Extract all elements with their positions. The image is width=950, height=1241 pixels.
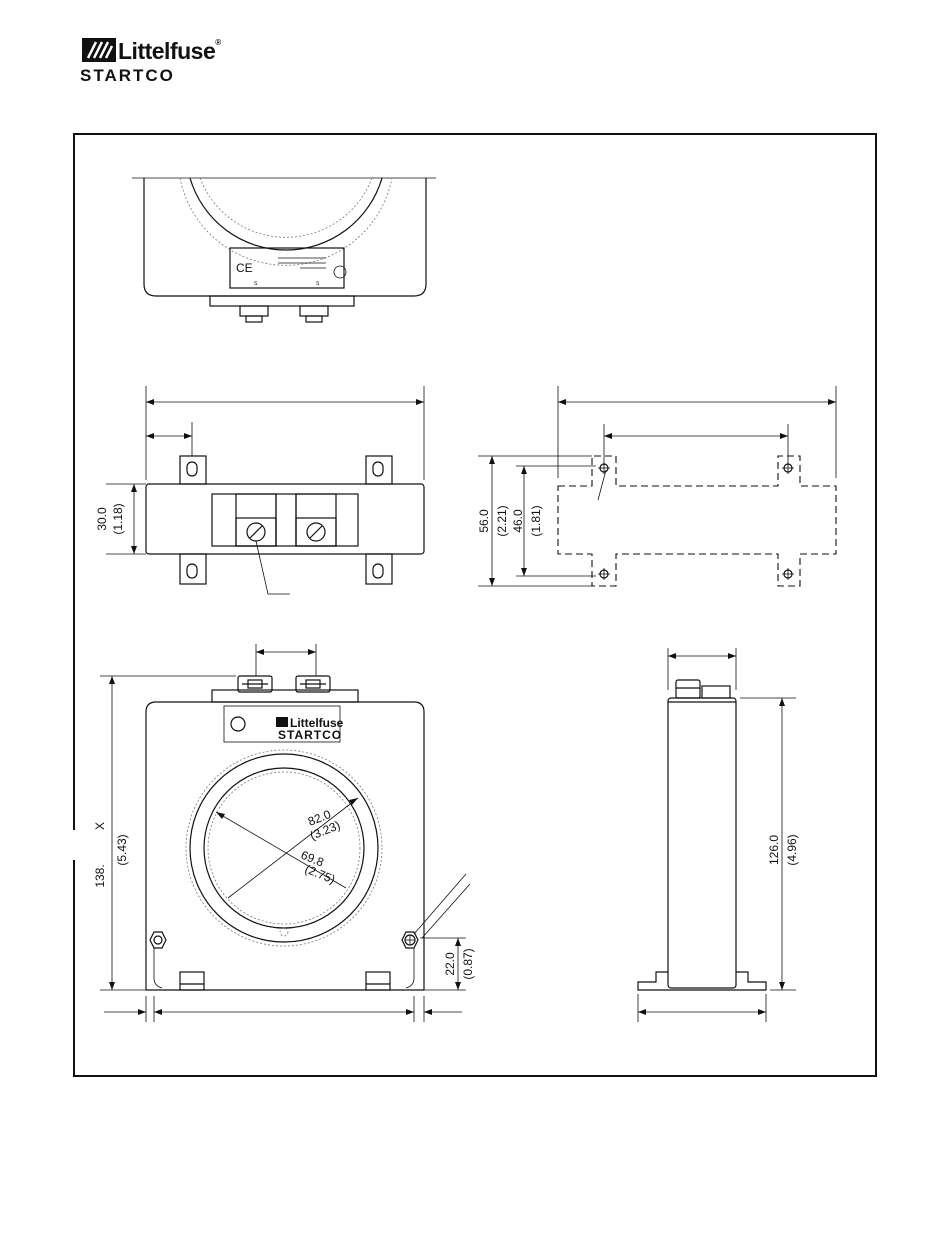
depth-in: (4.96) (785, 834, 799, 865)
littelfuse-logo-icon (276, 717, 288, 727)
s-mark-2: S (316, 281, 320, 287)
hole-offset-in: (0.87) (461, 948, 475, 979)
mount-inner-mm: 46.0 (511, 509, 525, 533)
hole-offset-mm: 22.0 (443, 952, 457, 976)
end-view: 126.0 (4.96) (638, 648, 799, 1022)
overall-height-in: (5.43) (115, 834, 129, 865)
top-view: CE S S (132, 178, 436, 322)
side-height-mm: 30.0 (95, 507, 109, 531)
s-mark-1: S (254, 281, 258, 287)
hex-bolt-icon (150, 932, 166, 948)
label-brand-bottom: STARTCO (278, 728, 342, 742)
ce-mark: CE (236, 261, 253, 275)
mount-outer-in: (2.21) (495, 505, 509, 536)
depth-mm: 126.0 (767, 835, 781, 865)
front-view: Littelfuse STARTCO 82.0 (3.23) 69.8 (2.7… (70, 644, 475, 1022)
side-view: 30.0 (1.18) (95, 386, 424, 594)
mounting-pattern-view: 56.0 (2.21) 46.0 (1.81) (477, 386, 836, 586)
overall-height-mm: 138. (93, 864, 107, 887)
mount-inner-in: (1.81) (529, 505, 543, 536)
side-height-in: (1.18) (111, 503, 125, 534)
mount-outer-mm: 56.0 (477, 509, 491, 533)
overall-height-suffix: X (93, 822, 107, 830)
drawing-frame (74, 134, 876, 1076)
csa-mark-icon (231, 717, 245, 731)
